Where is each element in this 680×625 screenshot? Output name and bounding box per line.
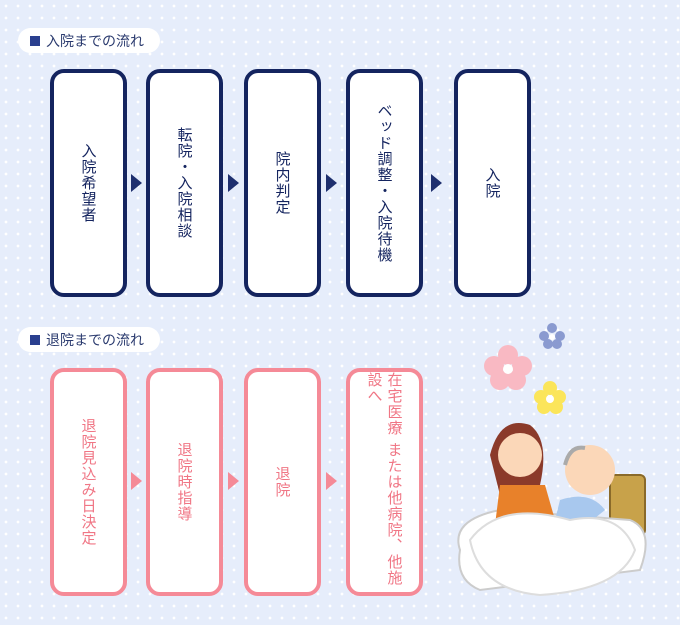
- step-label: 退院時指導: [175, 442, 194, 522]
- discharge-step-2: 退院時指導: [146, 368, 223, 596]
- flower-icon: [484, 323, 566, 414]
- admission-step-4: ベッド調整・入院待機: [346, 69, 423, 297]
- discharge-heading-text: 退院までの流れ: [46, 332, 144, 349]
- admission-step-1: 入院希望者: [50, 69, 127, 297]
- step-label: 在宅医療 または他病院、他施設へ: [365, 372, 404, 586]
- arrow-right-icon: [431, 174, 442, 192]
- step-label: 転院・入院相談: [175, 127, 194, 239]
- admission-heading-text: 入院までの流れ: [46, 33, 144, 50]
- arrow-right-icon: [131, 174, 142, 192]
- arrow-right-icon: [326, 174, 337, 192]
- square-bullet-icon: [30, 334, 40, 345]
- discharge-step-4: 在宅医療 または他病院、他施設へ: [346, 368, 423, 596]
- arrow-right-icon: [326, 472, 337, 490]
- arrow-right-icon: [228, 174, 239, 192]
- discharge-step-1: 退院見込み日決定: [50, 368, 127, 596]
- step-label: 入院希望者: [79, 143, 98, 223]
- square-bullet-icon: [30, 35, 40, 46]
- caregiver-patient-illustration: [457, 323, 647, 597]
- admission-step-2: 転院・入院相談: [146, 69, 223, 297]
- step-label: 入院: [483, 167, 502, 199]
- arrow-right-icon: [131, 472, 142, 490]
- discharge-heading: 退院までの流れ: [18, 327, 160, 352]
- admission-heading: 入院までの流れ: [18, 28, 160, 53]
- arrow-right-icon: [228, 472, 239, 490]
- discharge-step-3: 退院: [244, 368, 321, 596]
- step-label: 院内判定: [273, 151, 292, 215]
- step-label: 退院見込み日決定: [79, 418, 98, 546]
- step-label: 退院: [273, 466, 292, 498]
- step-label: ベッド調整・入院待機: [375, 103, 394, 263]
- admission-step-3: 院内判定: [244, 69, 321, 297]
- admission-step-5: 入院: [454, 69, 531, 297]
